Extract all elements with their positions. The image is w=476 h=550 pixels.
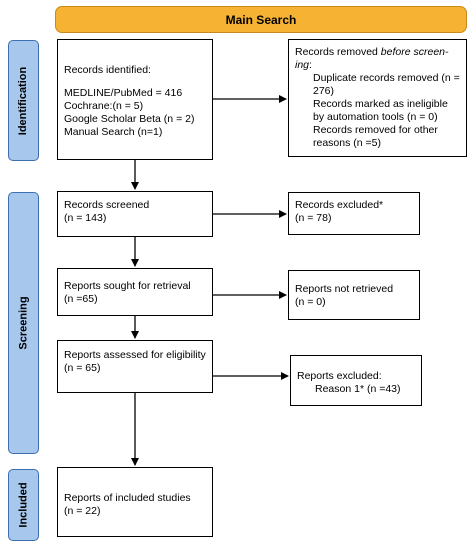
phase-identification: Identification xyxy=(8,40,39,161)
phase-screening: Screening xyxy=(8,192,39,454)
reports-not-retrieved-title: Reports not retrieved xyxy=(295,283,394,295)
reports-sought-count: (n =65) xyxy=(64,293,98,305)
records-excluded-count: (n = 78) xyxy=(295,212,332,224)
included-studies-box: Reports of included studies (n = 22) xyxy=(57,467,213,537)
reports-assessed-box: Reports assessed for eligibility (n = 65… xyxy=(57,340,213,393)
records-identified-title: Records identified: xyxy=(64,64,151,76)
reports-excluded-reason: Reason 1* (n =43) xyxy=(315,383,401,395)
reports-not-retrieved-count: (n = 0) xyxy=(295,296,326,308)
records-screened-count: (n = 143) xyxy=(64,212,107,224)
records-screened-box: Records screened (n = 143) xyxy=(57,191,213,237)
source-medline: MEDLINE/PubMed = 416 xyxy=(64,87,183,99)
records-removed-title: Records removed before screen-ing: xyxy=(295,46,449,71)
phase-included: Included xyxy=(8,469,39,541)
reports-excluded-title: Reports excluded: xyxy=(297,370,382,382)
included-studies-count: (n = 22) xyxy=(64,505,101,517)
records-excluded-title: Records excluded* xyxy=(295,199,384,211)
records-screened-title: Records screened xyxy=(64,199,150,211)
reports-not-retrieved-box: Reports not retrieved (n = 0) xyxy=(288,270,420,320)
reports-assessed-title: Reports assessed for eligibility xyxy=(64,349,206,361)
main-search-header: Main Search xyxy=(55,6,467,33)
records-marked-ineligible: Records marked as ineligible by automati… xyxy=(313,98,448,123)
records-identified-box: Records identified: MEDLINE/PubMed = 416… xyxy=(57,39,213,160)
records-excluded-box: Records excluded* (n = 78) xyxy=(288,192,420,235)
reports-sought-box: Reports sought for retrieval (n =65) xyxy=(57,268,213,316)
source-manual-search: Manual Search (n=1) xyxy=(64,126,163,138)
records-removed-box: Records removed before screen-ing: Dupli… xyxy=(288,39,467,157)
included-studies-title: Reports of included studies xyxy=(64,492,191,504)
duplicate-records-removed: Duplicate records removed (n = 276) xyxy=(313,72,460,97)
records-removed-other: Records removed for other reasons (n =5) xyxy=(313,124,438,149)
source-cochrane: Cochrane:(n = 5) xyxy=(64,100,144,112)
source-google-scholar: Google Scholar Beta (n = 2) xyxy=(64,113,195,125)
main-search-title: Main Search xyxy=(225,12,297,27)
reports-assessed-count: (n = 65) xyxy=(64,362,101,374)
reports-excluded-box: Reports excluded: Reason 1* (n =43) xyxy=(290,355,422,406)
reports-sought-title: Reports sought for retrieval xyxy=(64,280,191,292)
